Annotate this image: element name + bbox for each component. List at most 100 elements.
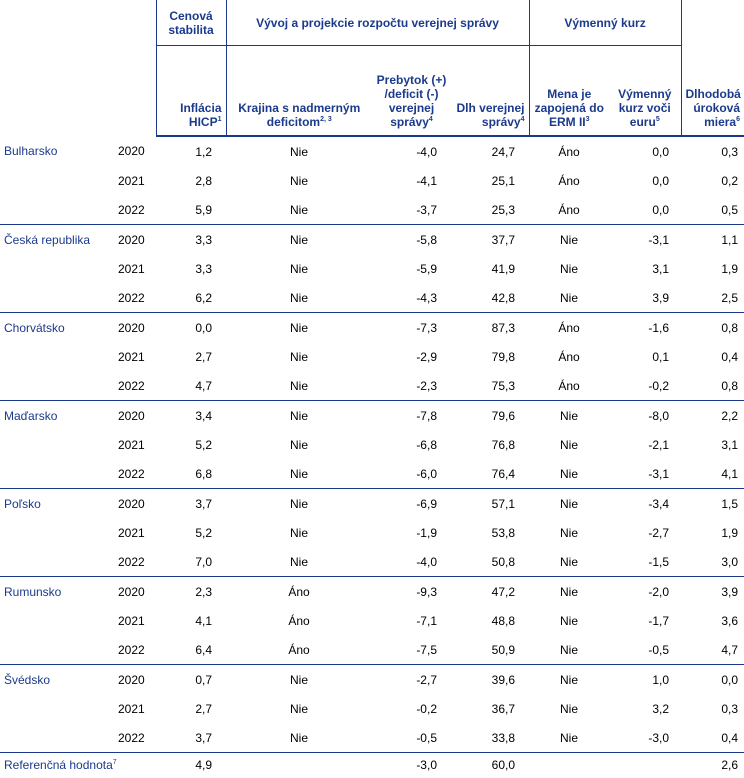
cell-fx: -0,5 xyxy=(609,635,682,665)
country-name: Bulharsko xyxy=(4,144,58,158)
cell-rate: 0,4 xyxy=(681,723,744,753)
cell-erm: Nie xyxy=(560,701,579,716)
cell-edp: Nie xyxy=(289,701,308,716)
cell-debt: 50,8 xyxy=(451,547,530,577)
cell-rate: 0,5 xyxy=(681,195,744,225)
col-header-erm: Mena je zapojená do ERM II3 xyxy=(529,45,610,137)
cell-fx: 0,1 xyxy=(652,349,670,364)
cell-rate: 0,0 xyxy=(721,672,739,687)
cell-erm: Nie xyxy=(560,437,579,452)
cell-hicp: 3,3 xyxy=(195,232,212,247)
cell-erm: Áno xyxy=(558,320,580,335)
cell-balance: -0,2 xyxy=(416,701,437,716)
cell-edp: Nie xyxy=(289,408,308,423)
cell-hicp: 7,0 xyxy=(156,547,226,577)
cell-fx: 0,0 xyxy=(652,173,670,188)
cell-balance: -5,8 xyxy=(416,232,437,247)
reference-label: Referenčná hodnota7 xyxy=(4,758,117,772)
cell-erm: Nie xyxy=(529,723,610,753)
cell-debt: 24,7 xyxy=(491,144,516,159)
country-name xyxy=(0,371,112,401)
cell-edp: Nie xyxy=(226,547,372,577)
cell-erm: Nie xyxy=(560,525,579,540)
cell-erm: Nie xyxy=(529,283,610,313)
cell-erm: Nie xyxy=(560,496,579,511)
cell-fx: -1,7 xyxy=(648,613,670,628)
cell-balance: -4,0 xyxy=(372,547,451,577)
cell-erm: Áno xyxy=(529,195,610,225)
cell-hicp: 6,2 xyxy=(156,283,226,313)
cell-erm: Áno xyxy=(558,349,580,364)
cell-edp: Áno xyxy=(288,613,310,628)
cell-balance: -6,9 xyxy=(416,496,437,511)
cell-balance: -4,0 xyxy=(416,144,437,159)
cell-rate: 3,6 xyxy=(721,613,739,628)
cell-fx: -3,0 xyxy=(609,723,682,753)
cell-edp: Nie xyxy=(289,672,308,687)
cell-edp: Nie xyxy=(289,261,308,276)
country-name xyxy=(0,254,112,283)
cell-year: 2022 xyxy=(112,459,156,489)
cell-edp: Nie xyxy=(289,525,308,540)
cell-hicp: 6,4 xyxy=(156,635,226,665)
cell-year: 2022 xyxy=(112,547,156,577)
country-name: Česká republika xyxy=(4,232,91,247)
header-blank-rate xyxy=(681,0,744,46)
cell-erm: Áno xyxy=(558,144,580,159)
cell-rate: 0,3 xyxy=(721,701,739,716)
cell-edp: Nie xyxy=(226,195,372,225)
cell-hicp: 3,7 xyxy=(195,496,212,511)
cell-balance: -2,9 xyxy=(416,349,437,364)
cell-rate: 3,9 xyxy=(721,584,739,599)
country-name: Maďarsko xyxy=(4,408,58,423)
col-header-rate: Dlhodobá úroková miera6 xyxy=(681,45,744,137)
reference-hicp: 4,9 xyxy=(195,758,212,772)
header-blank xyxy=(0,0,156,46)
cell-erm: Nie xyxy=(560,613,579,628)
cell-debt: 87,3 xyxy=(491,320,516,335)
cell-edp: Nie xyxy=(289,496,308,511)
cell-rate: 4,7 xyxy=(681,635,744,665)
header-blank-2 xyxy=(0,46,156,137)
country-name: Poľsko xyxy=(4,496,41,511)
cell-hicp: 3,3 xyxy=(195,261,212,276)
cell-edp: Nie xyxy=(289,144,308,159)
cell-edp: Nie xyxy=(226,459,372,489)
cell-rate: 3,0 xyxy=(681,547,744,577)
cell-rate: 0,8 xyxy=(681,371,744,401)
col-header-debt: Dlh verejnej správy4 xyxy=(451,45,530,137)
cell-rate: 0,4 xyxy=(721,349,739,364)
cell-edp: Áno xyxy=(226,635,372,665)
country-name xyxy=(0,342,112,371)
reference-debt: 60,0 xyxy=(491,758,516,772)
cell-year: 2020 xyxy=(118,496,145,511)
cell-balance: -7,8 xyxy=(416,408,437,423)
cell-debt: 42,8 xyxy=(451,283,530,313)
cell-debt: 41,9 xyxy=(491,261,516,276)
cell-debt: 79,6 xyxy=(491,408,516,423)
cell-edp: Nie xyxy=(226,371,372,401)
cell-debt: 48,8 xyxy=(491,613,516,628)
cell-rate: 3,1 xyxy=(721,437,739,452)
cell-year: 2022 xyxy=(112,723,156,753)
cell-year: 2020 xyxy=(118,232,145,247)
cell-year: 2021 xyxy=(118,349,145,364)
country-name xyxy=(0,459,112,489)
cell-fx: 0,0 xyxy=(609,195,682,225)
cell-year: 2020 xyxy=(118,320,145,335)
cell-fx: 3,2 xyxy=(652,701,670,716)
cell-fx: -3,4 xyxy=(648,496,670,511)
